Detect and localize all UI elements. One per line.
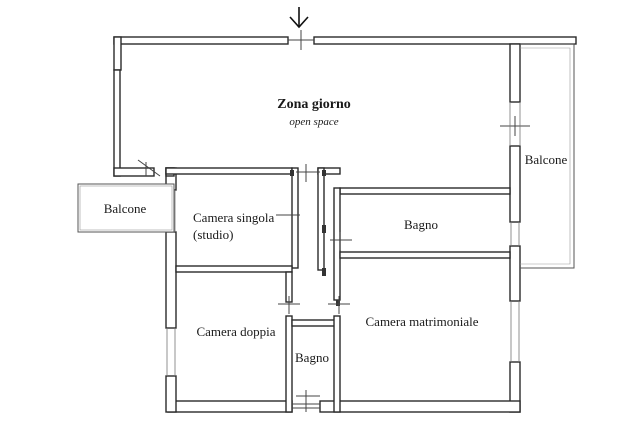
balcony-right-label: Balcone [525, 152, 568, 167]
interior-walls [165, 167, 511, 413]
single-room-label-line1: Camera singola [193, 210, 274, 225]
bath-lower-label: Bagno [295, 350, 329, 365]
opening-markers [137, 30, 530, 412]
living-zone-subtitle: open space [289, 116, 338, 128]
balcony-left-label: Balcone [104, 201, 147, 216]
master-room-label: Camera matrimoniale [366, 314, 479, 329]
balcony-left-outline [77, 183, 175, 233]
outer-walls [113, 36, 577, 413]
bath-upper-label: Bagno [404, 217, 438, 232]
balcony-right-outline [520, 43, 575, 269]
entrance-arrow-icon [289, 7, 309, 29]
single-room-label-line2: (studio) [193, 227, 233, 242]
double-room-label: Camera doppia [196, 324, 275, 339]
living-zone-title: Zona giorno [277, 97, 351, 112]
